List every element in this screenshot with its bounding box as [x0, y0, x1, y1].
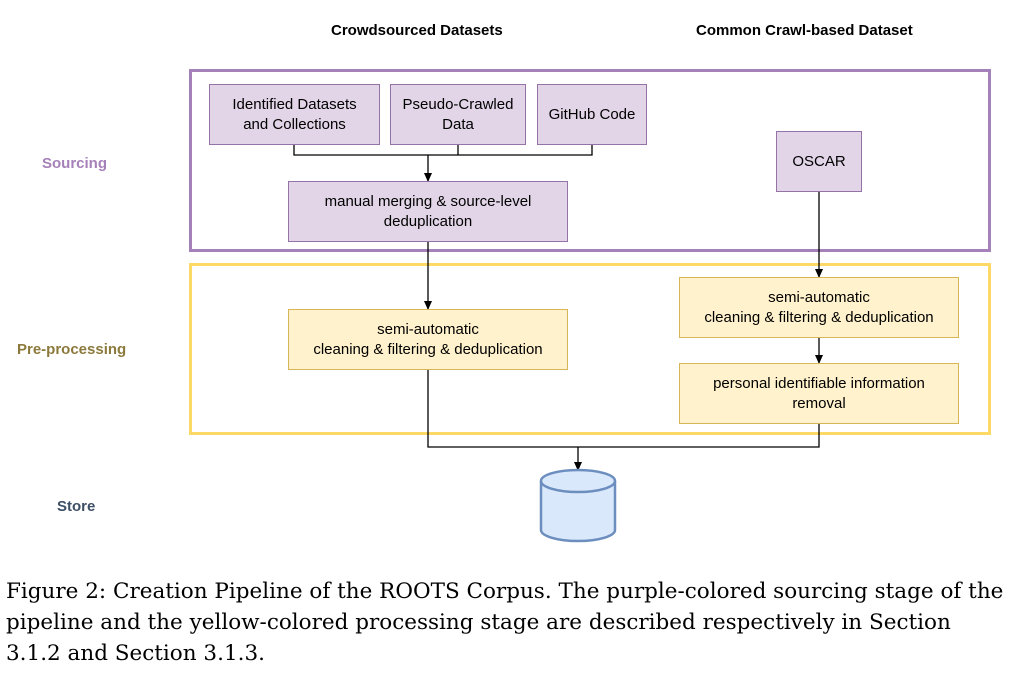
semi-auto-left-node: semi-automatic cleaning & filtering & de…: [288, 309, 568, 370]
sourcing-stage-frame: [189, 69, 991, 252]
identified-datasets-node: Identified Datasets and Collections: [209, 84, 380, 145]
semi-auto-right-label: semi-automatic cleaning & filtering & de…: [704, 288, 934, 326]
github-code-node: GitHub Code: [537, 84, 647, 145]
column-header-common-crawl: Common Crawl-based Dataset: [696, 22, 913, 39]
identified-datasets-label: Identified Datasets and Collections: [232, 95, 357, 133]
oscar-label: OSCAR: [792, 152, 846, 170]
semi-auto-left-label: semi-automatic cleaning & filtering & de…: [313, 320, 543, 358]
pii-removal-label: personal identifiable information remova…: [713, 374, 925, 412]
column-header-crowdsourced: Crowdsourced Datasets: [331, 22, 503, 39]
stage-label-preprocessing: Pre-processing: [17, 341, 127, 358]
pii-removal-node: personal identifiable information remova…: [679, 363, 959, 424]
stage-label-sourcing: Sourcing: [42, 155, 108, 172]
store-merge-line: [427, 370, 820, 448]
preprocessing-stage-frame: [189, 263, 991, 435]
semi-auto-right-node: semi-automatic cleaning & filtering & de…: [679, 277, 959, 338]
pseudo-crawled-label: Pseudo-Crawled Data: [402, 95, 514, 133]
source-merge-line: [293, 145, 593, 156]
oscar-node: OSCAR: [776, 131, 862, 192]
database-icon: [539, 468, 617, 543]
manual-merging-label: manual merging & source-level deduplicat…: [324, 192, 532, 230]
github-code-label: GitHub Code: [548, 105, 636, 123]
manual-merging-node: manual merging & source-level deduplicat…: [288, 181, 568, 242]
pseudo-crawled-node: Pseudo-Crawled Data: [390, 84, 526, 145]
figure-caption: Figure 2: Creation Pipeline of the ROOTS…: [6, 579, 1004, 666]
stage-label-store: Store: [57, 498, 96, 515]
